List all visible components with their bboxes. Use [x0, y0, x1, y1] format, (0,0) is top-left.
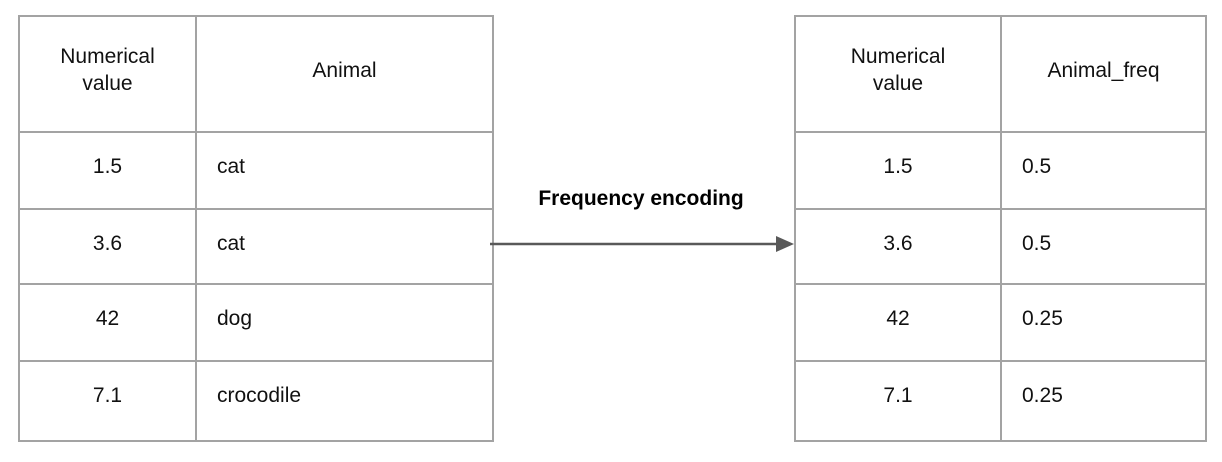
transform-label: Frequency encoding	[538, 187, 744, 210]
cell-animal: crocodile	[195, 360, 494, 442]
cell-animal-freq: 0.5	[1000, 208, 1207, 285]
table-row: 1.5 0.5	[794, 131, 1207, 210]
table-header-row: Numerical value Animal_freq	[794, 15, 1207, 133]
table-row: 1.5 cat	[18, 131, 494, 210]
header-cell-numerical-value: Numerical value	[18, 15, 197, 133]
cell-numerical-value: 42	[794, 283, 1002, 362]
table-row: 3.6 0.5	[794, 208, 1207, 285]
table-header-row: Numerical value Animal	[18, 15, 494, 133]
table-row: 42 0.25	[794, 283, 1207, 362]
cell-numerical-value: 7.1	[794, 360, 1002, 442]
cell-animal: dog	[195, 283, 494, 362]
header-line-2: value	[82, 72, 133, 95]
table-row: 42 dog	[18, 283, 494, 362]
original-data-table: Numerical value Animal 1.5 cat 3.6	[18, 15, 494, 442]
header-cell-numerical-value: Numerical value	[794, 15, 1002, 133]
transform-annotation: Frequency encoding	[488, 186, 798, 266]
cell-numerical-value: 42	[18, 283, 197, 362]
arrow-right-icon	[490, 236, 794, 252]
cell-numerical-value: 1.5	[18, 131, 197, 210]
header-label-animal-freq: Animal_freq	[1047, 59, 1160, 82]
cell-animal-freq: 0.25	[1000, 360, 1207, 442]
table-row: 7.1 0.25	[794, 360, 1207, 442]
header-line-2: value	[872, 72, 924, 95]
cell-numerical-value: 7.1	[18, 360, 197, 442]
encoded-data-table: Numerical value Animal_freq 1.5 0.5	[794, 15, 1207, 442]
table-row: 3.6 cat	[18, 208, 494, 285]
cell-numerical-value: 3.6	[18, 208, 197, 285]
cell-animal-freq: 0.25	[1000, 283, 1207, 362]
header-cell-animal-freq: Animal_freq	[1000, 15, 1207, 133]
table-row: 7.1 crocodile	[18, 360, 494, 442]
header-cell-animal: Animal	[195, 15, 494, 133]
cell-numerical-value: 3.6	[794, 208, 1002, 285]
header-label-animal: Animal	[312, 59, 377, 82]
cell-animal: cat	[195, 131, 494, 210]
header-line-1: Numerical	[850, 45, 946, 68]
cell-animal: cat	[195, 208, 494, 285]
cell-animal-freq: 0.5	[1000, 131, 1207, 210]
header-line-1: Numerical	[60, 45, 155, 68]
cell-numerical-value: 1.5	[794, 131, 1002, 210]
